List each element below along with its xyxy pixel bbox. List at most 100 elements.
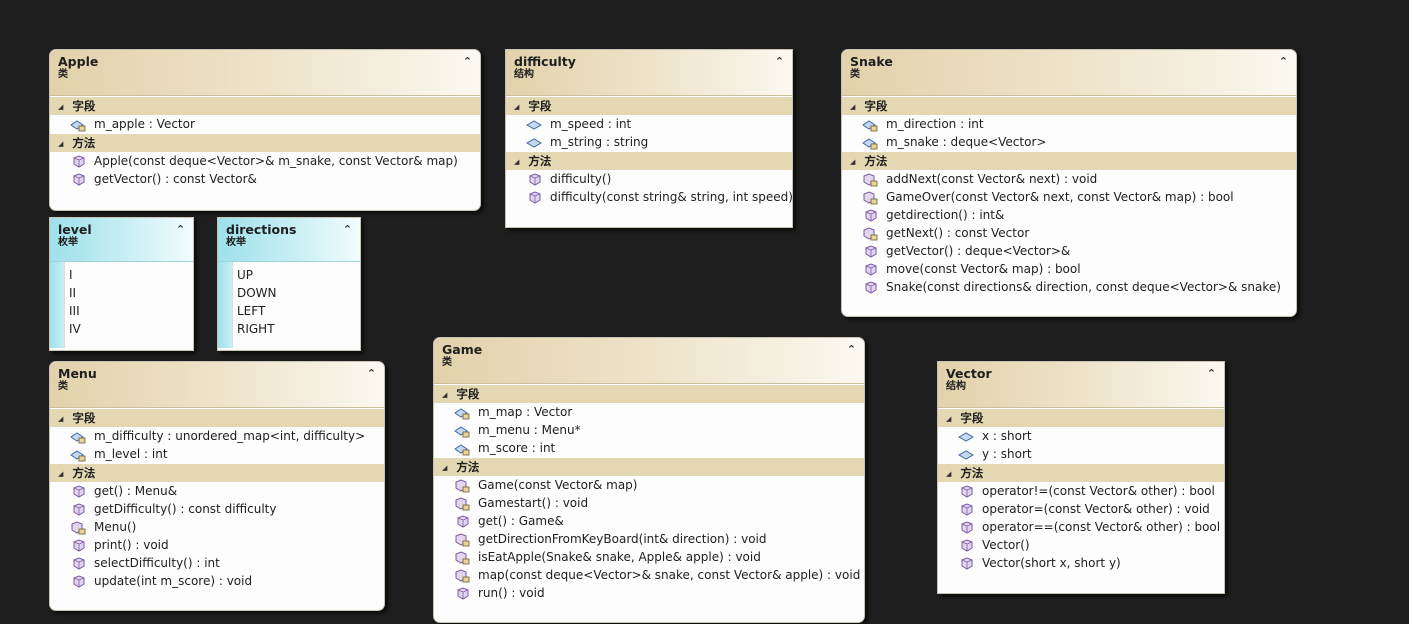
collapse-icon[interactable]: ⌃ [1278, 55, 1289, 68]
method-row[interactable]: move(const Vector& map) : bool [842, 260, 1296, 278]
method-row[interactable]: addNext(const Vector& next) : void [842, 170, 1296, 188]
method-row[interactable]: operator=(const Vector& other) : void [938, 500, 1224, 518]
method-row[interactable]: Vector() [938, 536, 1224, 554]
private-method-icon [863, 226, 878, 240]
class-apple[interactable]: Apple 类 ⌃ ◢字段 m_apple : Vector ◢方法 Apple… [49, 49, 481, 211]
enum-value[interactable]: II [69, 286, 77, 300]
enum-value[interactable]: UP [237, 268, 254, 282]
fields-section-toggle[interactable]: ◢字段 [50, 408, 384, 427]
class-kind: 类 [58, 381, 68, 392]
methods-section-toggle[interactable]: ◢方法 [50, 463, 384, 482]
collapse-triangle-icon: ◢ [946, 414, 952, 423]
field-row[interactable]: m_menu : Menu* [434, 421, 864, 439]
enum-value[interactable]: I [69, 268, 73, 282]
method-row[interactable]: Gamestart() : void [434, 494, 864, 512]
method-row[interactable]: operator==(const Vector& other) : bool [938, 518, 1224, 536]
methods-section-toggle[interactable]: ◢方法 [938, 463, 1224, 482]
fields-section-toggle[interactable]: ◢字段 [506, 96, 792, 115]
method-row[interactable]: getDifficulty() : const difficulty [50, 500, 384, 518]
class-kind: 类 [850, 69, 860, 80]
method-row[interactable]: getDirectionFromKeyBoard(int& direction)… [434, 530, 864, 548]
method-row[interactable]: get() : Game& [434, 512, 864, 530]
collapse-icon[interactable]: ⌃ [175, 223, 186, 236]
method-row[interactable]: selectDifficulty() : int [50, 554, 384, 572]
enum-directions[interactable]: directions 枚举 ⌃ UP DOWN LEFT RIGHT [217, 217, 361, 351]
public-method-icon [961, 556, 973, 570]
field-row[interactable]: m_apple : Vector [50, 115, 480, 133]
collapse-icon[interactable]: ⌃ [846, 343, 857, 356]
private-method-icon [455, 532, 470, 546]
class-title: Snake [850, 54, 893, 69]
class-kind: 类 [442, 357, 452, 368]
public-method-icon [73, 172, 85, 186]
method-row[interactable]: Menu() [50, 518, 384, 536]
public-method-icon [73, 574, 85, 588]
class-kind: 枚举 [226, 237, 246, 248]
enum-value[interactable]: LEFT [237, 304, 266, 318]
fields-section-toggle[interactable]: ◢字段 [434, 384, 864, 403]
methods-section-toggle[interactable]: ◢方法 [842, 151, 1296, 170]
collapse-icon[interactable]: ⌃ [1206, 367, 1217, 380]
field-row[interactable]: y : short [938, 445, 1224, 463]
public-method-icon [961, 538, 973, 552]
class-kind: 结构 [946, 381, 966, 392]
method-row[interactable]: getVector() : const Vector& [50, 170, 480, 188]
field-row[interactable]: m_speed : int [506, 115, 792, 133]
collapse-icon[interactable]: ⌃ [462, 55, 473, 68]
method-row[interactable]: difficulty() [506, 170, 792, 188]
field-row[interactable]: m_string : string [506, 133, 792, 151]
enum-level[interactable]: level 枚举 ⌃ I II III IV [49, 217, 194, 351]
collapse-icon[interactable]: ⌃ [342, 223, 353, 236]
public-method-icon [73, 484, 85, 498]
field-row[interactable]: x : short [938, 427, 1224, 445]
public-method-icon [865, 262, 877, 276]
method-row[interactable]: Snake(const directions& direction, const… [842, 278, 1296, 296]
collapse-icon[interactable]: ⌃ [366, 367, 377, 380]
method-row[interactable]: getNext() : const Vector [842, 224, 1296, 242]
difficulty-header: difficulty 结构 ⌃ [506, 50, 792, 96]
method-row[interactable]: Apple(const deque<Vector>& m_snake, cons… [50, 152, 480, 170]
methods-section-toggle[interactable]: ◢方法 [506, 151, 792, 170]
method-row[interactable]: Vector(short x, short y) [938, 554, 1224, 572]
enum-values: UP DOWN LEFT RIGHT [232, 262, 360, 348]
field-row[interactable]: m_difficulty : unordered_map<int, diffic… [50, 427, 384, 445]
fields-section-toggle[interactable]: ◢字段 [842, 96, 1296, 115]
private-method-icon [863, 172, 878, 186]
field-row[interactable]: m_snake : deque<Vector> [842, 133, 1296, 151]
method-row[interactable]: Game(const Vector& map) [434, 476, 864, 494]
class-snake[interactable]: Snake 类 ⌃ ◢字段 m_direction : int m_snake … [841, 49, 1297, 317]
enum-value[interactable]: DOWN [237, 286, 277, 300]
enum-value[interactable]: RIGHT [237, 322, 275, 336]
fields-section-toggle[interactable]: ◢字段 [938, 408, 1224, 427]
fields-section-toggle[interactable]: ◢字段 [50, 96, 480, 115]
methods-section-toggle[interactable]: ◢方法 [434, 457, 864, 476]
field-row[interactable]: m_level : int [50, 445, 384, 463]
field-row[interactable]: m_direction : int [842, 115, 1296, 133]
method-row[interactable]: isEatApple(Snake& snake, Apple& apple) :… [434, 548, 864, 566]
method-row[interactable]: GameOver(const Vector& next, const Vecto… [842, 188, 1296, 206]
method-row[interactable]: run() : void [434, 584, 864, 602]
class-menu[interactable]: Menu 类 ⌃ ◢字段 m_difficulty : unordered_ma… [49, 361, 385, 611]
private-field-icon [70, 431, 86, 443]
class-game[interactable]: Game 类 ⌃ ◢字段 m_map : Vector m_menu : Men… [433, 337, 865, 623]
method-row[interactable]: difficulty(const string& string, int spe… [506, 188, 792, 206]
method-row[interactable]: update(int m_score) : void [50, 572, 384, 590]
method-row[interactable]: get() : Menu& [50, 482, 384, 500]
field-row[interactable]: m_map : Vector [434, 403, 864, 421]
struct-difficulty[interactable]: difficulty 结构 ⌃ ◢字段 m_speed : int m_stri… [505, 49, 793, 228]
class-title: difficulty [514, 54, 576, 69]
field-row[interactable]: m_score : int [434, 439, 864, 457]
private-method-icon [455, 568, 470, 582]
method-row[interactable]: print() : void [50, 536, 384, 554]
collapse-icon[interactable]: ⌃ [774, 55, 785, 68]
method-row[interactable]: operator!=(const Vector& other) : bool [938, 482, 1224, 500]
method-row[interactable]: map(const deque<Vector>& snake, const Ve… [434, 566, 864, 584]
collapse-triangle-icon: ◢ [946, 469, 952, 478]
enum-value[interactable]: III [69, 304, 80, 318]
struct-vector[interactable]: Vector 结构 ⌃ ◢字段 x : short y : short ◢方法 … [937, 361, 1225, 594]
method-row[interactable]: getVector() : deque<Vector>& [842, 242, 1296, 260]
enum-value[interactable]: IV [69, 322, 81, 336]
method-row[interactable]: getdirection() : int& [842, 206, 1296, 224]
private-field-icon [454, 443, 470, 455]
methods-section-toggle[interactable]: ◢方法 [50, 133, 480, 152]
